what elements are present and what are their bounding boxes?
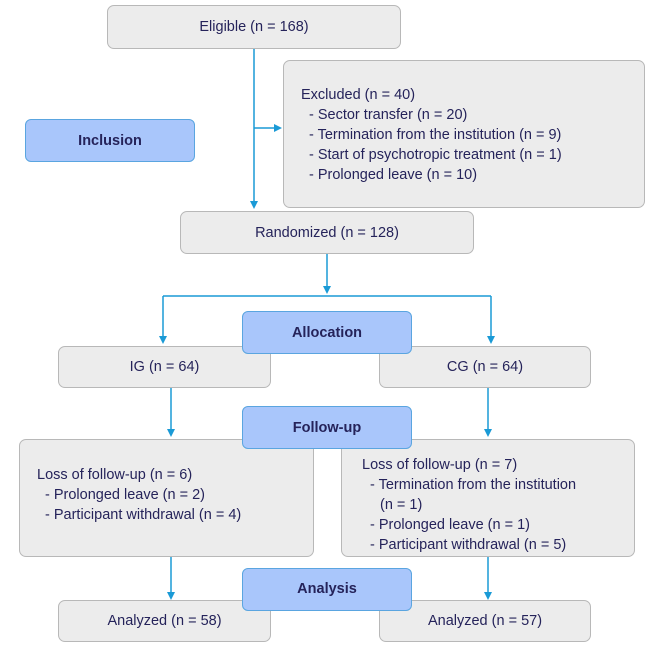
cg-label: CG (n = 64) bbox=[446, 359, 524, 375]
ig-label: IG (n = 64) bbox=[129, 359, 200, 375]
cg-loss-item: - Prolonged leave (n = 1) bbox=[370, 517, 530, 533]
excluded-item: - Sector transfer (n = 20) bbox=[309, 107, 468, 123]
cg-loss-title: Loss of follow-up (n = 7) bbox=[362, 457, 518, 473]
stage-analysis-label: Analysis bbox=[297, 581, 357, 597]
stage-inclusion-label: Inclusion bbox=[78, 132, 142, 149]
cg-box: CG (n = 64) bbox=[379, 346, 591, 388]
ig-loss-item: - Participant withdrawal (n = 4) bbox=[45, 507, 242, 523]
excluded-title: Excluded (n = 40) bbox=[301, 87, 416, 103]
excluded-item: - Prolonged leave (n = 10) bbox=[309, 167, 478, 183]
excluded-box: Excluded (n = 40) - Sector transfer (n =… bbox=[283, 60, 645, 208]
cg-loss-item: - Termination from the institution bbox=[370, 477, 577, 493]
cg-loss-item: - Participant withdrawal (n = 5) bbox=[370, 537, 567, 553]
eligible-label: Eligible (n = 168) bbox=[199, 19, 309, 35]
cg-analyzed-label: Analyzed (n = 57) bbox=[427, 613, 543, 629]
excluded-item: - Start of psychotropic treatment (n = 1… bbox=[309, 147, 562, 163]
ig-loss-item: - Prolonged leave (n = 2) bbox=[45, 487, 205, 503]
stage-follow-up-label: Follow-up bbox=[292, 419, 362, 436]
stage-allocation-label: Allocation bbox=[291, 324, 363, 341]
cg-loss-item-cont: (n = 1) bbox=[380, 497, 423, 513]
stage-inclusion: Inclusion bbox=[25, 119, 195, 162]
ig-analyzed-box: Analyzed (n = 58) bbox=[58, 600, 271, 642]
randomized-label: Randomized (n = 128) bbox=[255, 224, 399, 241]
cg-loss-box: Loss of follow-up (n = 7) - Termination … bbox=[341, 439, 635, 557]
ig-loss-box: Loss of follow-up (n = 6) - Prolonged le… bbox=[19, 439, 314, 557]
randomized-box: Randomized (n = 128) bbox=[180, 211, 474, 254]
ig-loss-title: Loss of follow-up (n = 6) bbox=[37, 467, 193, 483]
cg-analyzed-box: Analyzed (n = 57) bbox=[379, 600, 591, 642]
stage-follow-up: Follow-up bbox=[242, 406, 412, 449]
ig-analyzed-label: Analyzed (n = 58) bbox=[107, 613, 222, 629]
stage-allocation: Allocation bbox=[242, 311, 412, 354]
eligible-box: Eligible (n = 168) bbox=[107, 5, 401, 49]
stage-analysis: Analysis bbox=[242, 568, 412, 611]
excluded-item: - Termination from the institution (n = … bbox=[309, 127, 562, 143]
ig-box: IG (n = 64) bbox=[58, 346, 271, 388]
